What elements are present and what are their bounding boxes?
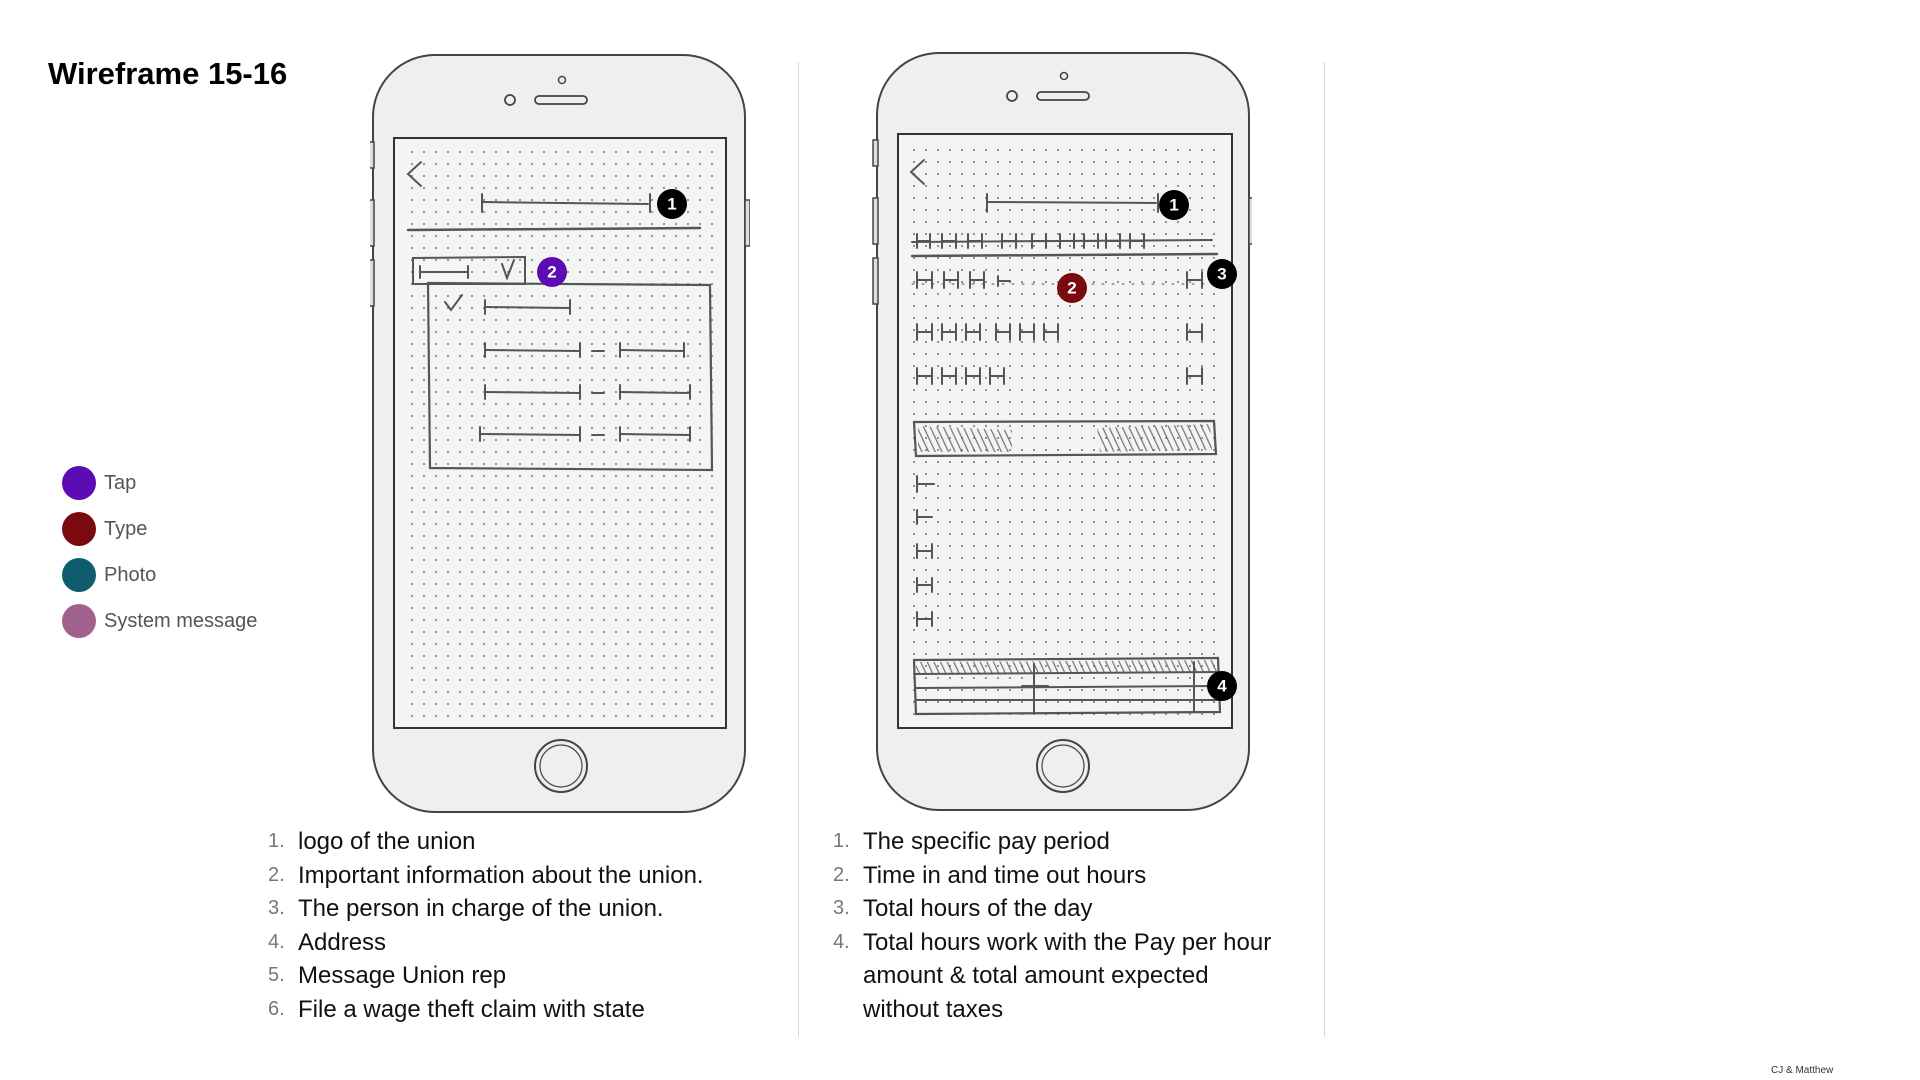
list-item: 5.Message Union rep (268, 962, 507, 989)
divider-right (1324, 62, 1325, 1037)
phone-sketch-2: 1 2 3 4 (872, 48, 1252, 818)
list-item: 1.logo of the union (268, 828, 476, 855)
legend-label: Tap (104, 471, 137, 494)
credit-text: CJ & Matthew (1771, 1065, 1834, 1076)
marker-4: 4 (1207, 671, 1237, 701)
legend-label: System message (104, 609, 258, 632)
legend-item-system-message: System message (62, 598, 257, 644)
list-item: 2.Time in and time out hours (833, 861, 1147, 889)
marker-label: 1 (1169, 196, 1178, 215)
marker-label: 4 (1217, 677, 1227, 696)
legend-item-type: Type (62, 506, 257, 552)
marker-label: 2 (547, 263, 556, 282)
phone-sketch-1: 1 2 (370, 50, 750, 820)
list-item: 3.Total hours of the day (833, 895, 1093, 922)
list-item: 4.Address (268, 928, 387, 956)
marker-1: 1 (1159, 190, 1189, 220)
page-title: Wireframe 15-16 (48, 56, 288, 91)
marker-label: 1 (667, 195, 676, 214)
legend: Tap Type Photo System message (62, 460, 257, 644)
list-item: 2.Important information about the union. (268, 861, 704, 889)
list-item: without taxes (863, 995, 1004, 1023)
list-item: amount & total amount expected (863, 962, 1209, 989)
system-message-color-dot (62, 604, 96, 638)
tap-color-dot (62, 466, 96, 500)
marker-2-type: 2 (1057, 273, 1087, 303)
list-item: 1.The specific pay period (833, 828, 1110, 855)
marker-label: 2 (1067, 279, 1076, 298)
list-item: 6.File a wage theft claim with state (268, 995, 645, 1023)
type-color-dot (62, 512, 96, 546)
marker-label: 3 (1217, 265, 1226, 284)
divider-left (798, 62, 799, 1037)
list-item: 3.The person in charge of the union. (268, 895, 664, 922)
legend-label: Photo (104, 563, 157, 586)
notes-wireframe-2: 1.The specific pay period 2.Time in and … (833, 825, 1271, 1026)
notes-wireframe-1: 1.logo of the union 2.Important informat… (268, 825, 704, 1026)
list-item: 4.Total hours work with the Pay per hour (833, 928, 1272, 956)
legend-item-tap: Tap (62, 460, 257, 506)
marker-3: 3 (1207, 259, 1237, 289)
legend-item-photo: Photo (62, 552, 257, 598)
legend-label: Type (104, 517, 148, 540)
photo-color-dot (62, 558, 96, 592)
marker-2-tap: 2 (537, 257, 567, 287)
marker-1: 1 (657, 189, 687, 219)
